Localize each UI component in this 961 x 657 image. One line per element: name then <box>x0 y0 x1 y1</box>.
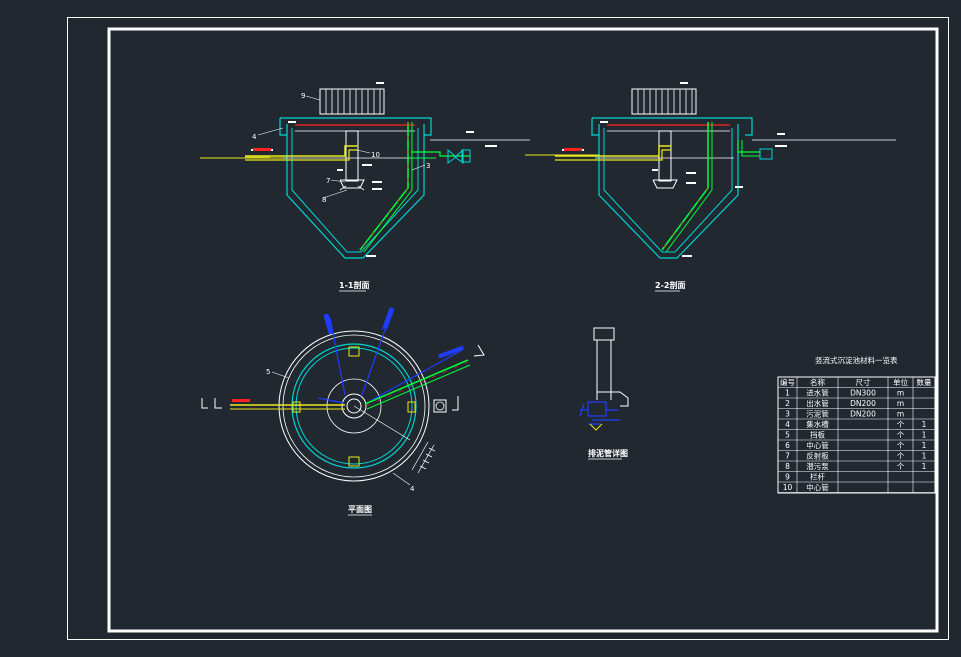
table-cell: 个 <box>897 452 905 461</box>
table-cell: 7 <box>785 452 790 461</box>
table-cell: 挡板 <box>810 430 825 440</box>
table-cell: 进水管 <box>806 388 829 398</box>
section-1-1: 9 4 10 3 7 8 <box>200 82 530 259</box>
table-cell: 1 <box>922 420 927 429</box>
table-cell: 反射板 <box>806 451 829 461</box>
callout-7: 7 <box>326 177 330 185</box>
table-cell: DN200 <box>850 410 876 419</box>
table-cell: 1 <box>922 441 927 450</box>
table-cell: 潜污泵 <box>806 461 829 471</box>
material-table-title: 竖流式沉淀池材料一览表 <box>815 355 898 365</box>
table-cell: DN300 <box>850 389 876 398</box>
table-cell: 1 <box>785 389 790 398</box>
table-header-cell: 数量 <box>917 377 932 387</box>
table-cell: m <box>897 410 904 419</box>
callout-8: 8 <box>322 196 326 204</box>
outer-frame <box>67 17 949 640</box>
callout-10: 10 <box>371 151 380 159</box>
plan-callout-5: 5 <box>266 368 270 376</box>
plan-caption: 平面图 <box>348 505 372 514</box>
table-cell: DN200 <box>850 399 876 408</box>
table-header-cell: 单位 <box>893 377 908 387</box>
callout-4: 4 <box>252 133 257 141</box>
plan-callout-4: 4 <box>410 485 415 493</box>
table-cell: 中心管 <box>806 482 829 492</box>
table-cell: 8 <box>785 462 790 471</box>
table-cell: 5 <box>785 431 790 440</box>
table-cell: 9 <box>785 473 790 482</box>
table-header-cell: 尺寸 <box>856 377 871 387</box>
table-cell: 1 <box>922 431 927 440</box>
callout-3: 3 <box>426 162 430 170</box>
table-cell: 出水管 <box>806 398 829 408</box>
table-header-cell: 编号 <box>780 377 795 387</box>
table-cell: 6 <box>785 441 790 450</box>
table-cell: m <box>897 389 904 398</box>
table-cell: 10 <box>783 483 793 492</box>
sludge-pipe-detail <box>579 327 629 431</box>
detail-caption: 排泥管详图 <box>588 448 628 458</box>
table-cell: 污泥管 <box>806 409 829 419</box>
table-cell: 中心管 <box>806 440 829 450</box>
section-2-2 <box>525 82 896 259</box>
table-cell: 4 <box>785 420 790 429</box>
table-cell: 2 <box>785 399 790 408</box>
table-cell: 集水槽 <box>806 419 829 429</box>
table-cell: 个 <box>897 431 905 440</box>
section-1-caption: 1-1剖面 <box>339 280 369 290</box>
table-cell: 3 <box>785 410 790 419</box>
table-cell: 1 <box>922 462 927 471</box>
table-cell: 个 <box>897 441 905 450</box>
table-cell: 栏杆 <box>810 472 825 482</box>
table-cell: 个 <box>897 420 905 429</box>
callout-9: 9 <box>301 92 305 100</box>
plan-view: 5 4 <box>201 306 485 493</box>
material-table: 竖流式沉淀池材料一览表 编号 名称 尺寸 单位数量 1 进水管 DN300 m 2 出水管 DN20… <box>777 355 936 494</box>
table-header-cell: 名称 <box>810 377 825 387</box>
table-cell: 个 <box>897 462 905 471</box>
table-cell: m <box>897 399 904 408</box>
section-2-caption: 2-2剖面 <box>655 280 685 290</box>
table-cell: 1 <box>922 452 927 461</box>
inner-frame <box>107 27 939 633</box>
